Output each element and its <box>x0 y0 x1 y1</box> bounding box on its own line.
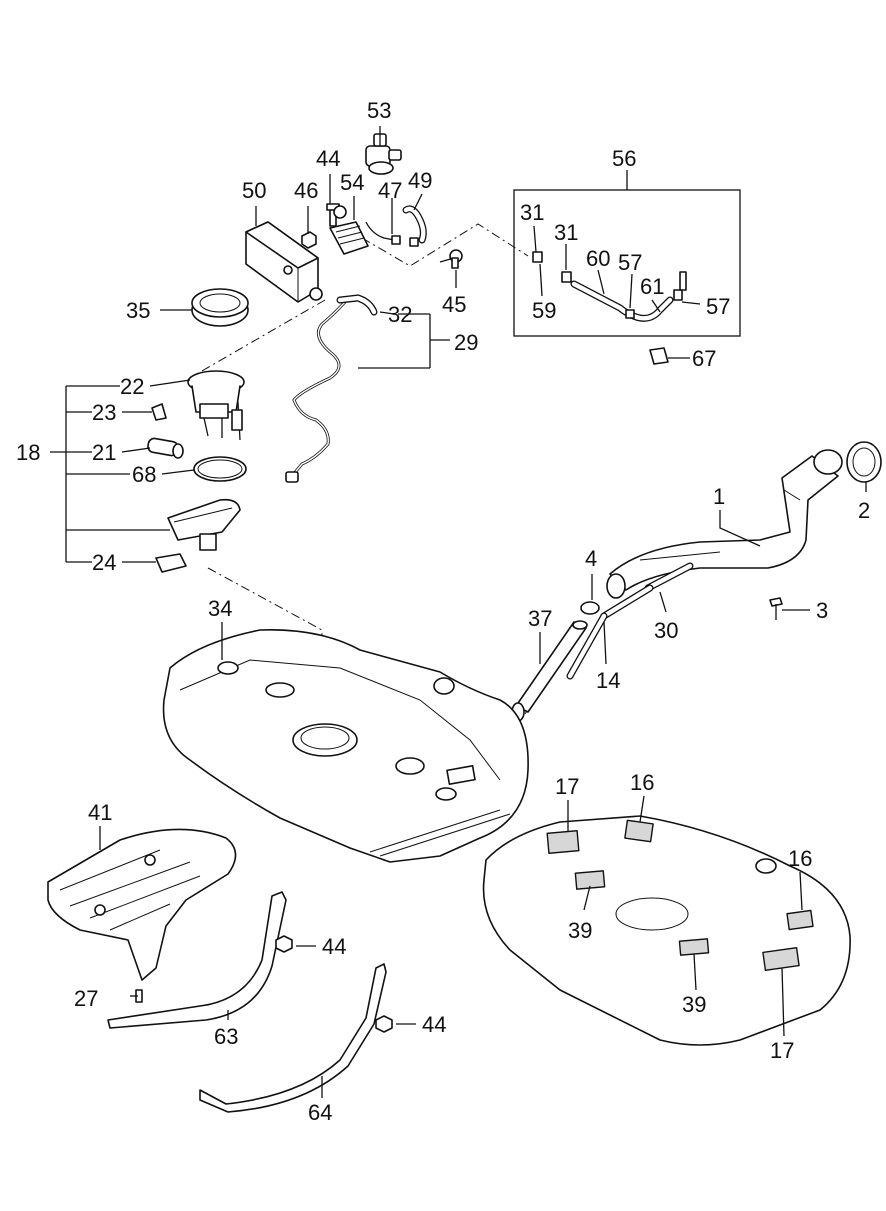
callout-44c: 44 <box>422 1012 446 1037</box>
callout-17b: 17 <box>770 1038 794 1063</box>
tank-strap-64 <box>199 963 387 1113</box>
bolt-45 <box>439 249 463 269</box>
hose-clamp-4 <box>580 601 600 615</box>
purge-control-valve <box>365 133 402 175</box>
nut-44-lower-b <box>375 1015 393 1033</box>
callout-64: 64 <box>308 1100 332 1125</box>
fuel-filler-neck <box>606 449 843 599</box>
callout-21: 21 <box>92 440 116 465</box>
breather-pipe-14 <box>566 584 654 680</box>
breather-hose-30 <box>644 562 694 592</box>
valve-bracket <box>329 221 369 255</box>
callout-29: 29 <box>454 330 478 355</box>
bolt-3 <box>769 597 783 620</box>
callout-14: 14 <box>596 668 620 693</box>
nut-44-lower-a <box>275 935 293 953</box>
callout-labels: 53 44 54 47 49 50 46 56 31 31 60 57 61 5… <box>16 98 870 1125</box>
callout-56: 56 <box>612 146 636 171</box>
fuel-pump <box>147 437 184 459</box>
callout-54: 54 <box>340 170 364 195</box>
callout-39b: 39 <box>682 992 706 1017</box>
callout-3: 3 <box>816 598 828 623</box>
callout-16a: 16 <box>630 770 654 795</box>
callout-31a: 31 <box>520 200 544 225</box>
clip-67 <box>649 347 669 365</box>
callout-37: 37 <box>528 606 552 631</box>
vent-hose-kit-box <box>513 170 741 337</box>
callout-31b: 31 <box>554 220 578 245</box>
pump-reservoir <box>167 498 241 551</box>
callout-27: 27 <box>74 986 98 1011</box>
callout-35: 35 <box>126 298 150 323</box>
callout-1: 1 <box>713 484 725 509</box>
callout-61: 61 <box>640 274 664 299</box>
leader-lines <box>99 126 867 1098</box>
callout-34: 34 <box>208 596 232 621</box>
tank-strap-63 <box>107 891 287 1029</box>
nut-46 <box>301 231 317 249</box>
callout-57a: 57 <box>618 250 642 275</box>
callout-59: 59 <box>532 298 556 323</box>
fuel-tank-underside <box>482 815 851 1046</box>
callout-24: 24 <box>92 550 116 575</box>
callout-4: 4 <box>585 546 597 571</box>
lock-ring <box>191 288 249 327</box>
callout-2: 2 <box>858 498 870 523</box>
fuel-tank <box>162 629 529 863</box>
callout-68: 68 <box>132 462 156 487</box>
callout-44: 44 <box>316 146 340 171</box>
callout-60: 60 <box>586 246 610 271</box>
callout-46: 46 <box>294 178 318 203</box>
callout-67: 67 <box>692 346 716 371</box>
group-bracket-18 <box>50 313 450 563</box>
callout-41: 41 <box>88 800 112 825</box>
charcoal-canister <box>245 221 323 303</box>
callout-23: 23 <box>92 400 116 425</box>
callout-57b: 57 <box>706 294 730 319</box>
gasket <box>193 456 247 482</box>
callout-63: 63 <box>214 1024 238 1049</box>
callout-17a: 17 <box>555 774 579 799</box>
fuel-sender-float <box>155 553 187 573</box>
fuel-pump-module <box>187 370 245 441</box>
heat-shield <box>47 828 237 981</box>
callout-18: 18 <box>16 440 40 465</box>
vapor-hose-49 <box>402 205 427 244</box>
callout-32: 32 <box>388 302 412 327</box>
callout-16b: 16 <box>788 846 812 871</box>
fuel-cap <box>846 441 882 483</box>
clip-23 <box>151 403 167 421</box>
callout-39a: 39 <box>568 918 592 943</box>
callout-47: 47 <box>378 178 402 203</box>
vapor-hose-32 <box>336 294 378 316</box>
callout-49: 49 <box>408 168 432 193</box>
callout-44b: 44 <box>322 934 346 959</box>
callout-50: 50 <box>242 178 266 203</box>
bolt-upper <box>326 203 347 227</box>
callout-30: 30 <box>654 618 678 643</box>
wiring-harness-29 <box>285 300 347 483</box>
small-hose-47 <box>365 221 419 247</box>
callout-22: 22 <box>120 374 144 399</box>
callout-45: 45 <box>442 292 466 317</box>
callout-53: 53 <box>367 98 391 123</box>
